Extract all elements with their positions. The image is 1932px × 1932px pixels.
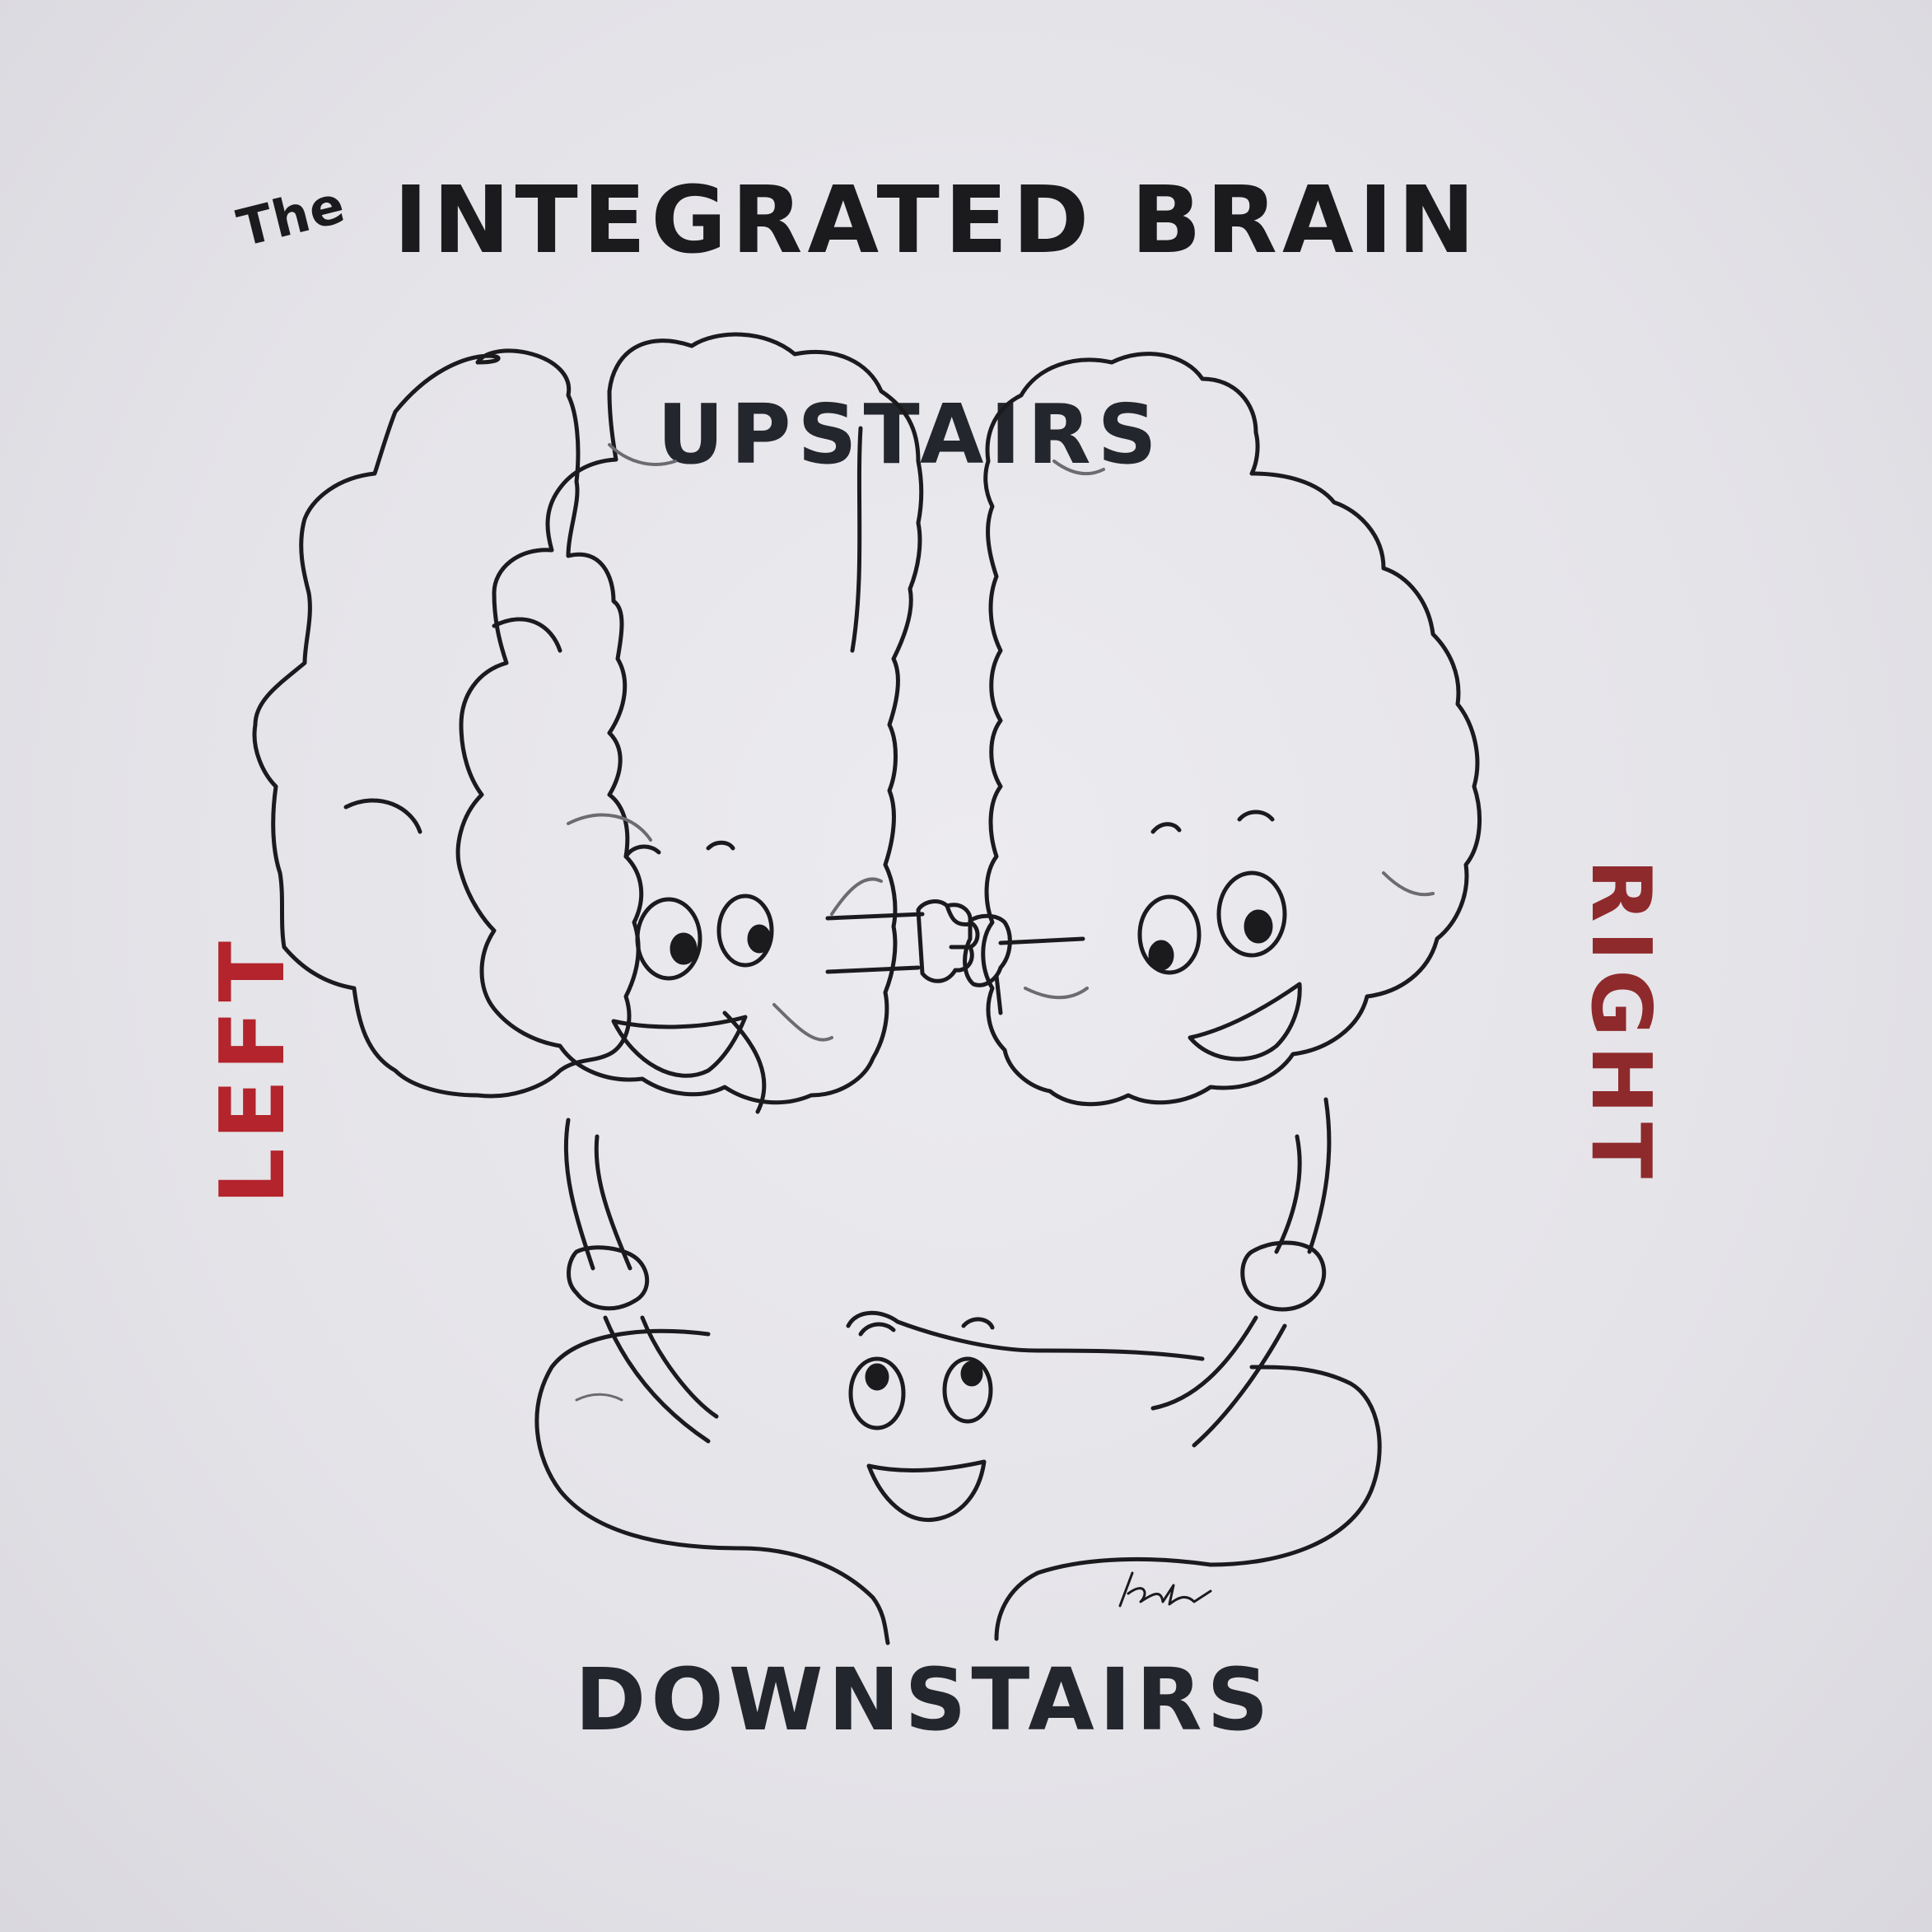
right-pupil bbox=[1244, 909, 1273, 944]
left-hemisphere-outline bbox=[252, 348, 644, 1099]
left-eye bbox=[716, 894, 774, 968]
right-brain-face bbox=[1137, 810, 1302, 1062]
upstairs-label: UPSTAIRS bbox=[657, 386, 1164, 483]
fist-bump bbox=[825, 899, 1085, 1015]
left-fist bbox=[916, 899, 980, 983]
page-title: INTEGRATED BRAIN bbox=[394, 167, 1481, 274]
left-eye bbox=[635, 897, 702, 981]
left-lower-arm bbox=[563, 1118, 719, 1444]
right-mouth bbox=[1188, 982, 1302, 1062]
brainstem-outline bbox=[534, 1310, 1382, 1645]
right-hemisphere-lobe bbox=[981, 352, 1482, 1107]
right-brow bbox=[1237, 810, 1275, 822]
left-pupil bbox=[747, 924, 772, 954]
downstairs-label: DOWNSTAIRS bbox=[575, 1650, 1274, 1750]
left-brow bbox=[623, 844, 661, 859]
right-lower-arm-line bbox=[1274, 1134, 1302, 1254]
left-lobe-sulcus bbox=[772, 1003, 833, 1042]
artist-signature bbox=[1118, 1571, 1212, 1608]
brainstem bbox=[534, 1310, 1382, 1645]
left-lobe-outline bbox=[455, 332, 924, 1105]
left-hemisphere-inner-edge bbox=[850, 426, 863, 653]
left-lower-arm-line bbox=[563, 1118, 595, 1271]
left-lobe-sulcus bbox=[830, 877, 883, 916]
right-lower-arm-line bbox=[1192, 1323, 1287, 1448]
right-lower-arm bbox=[1150, 1097, 1332, 1448]
right-lobe-outline bbox=[981, 352, 1482, 1107]
right-lobe-sulcus bbox=[1052, 460, 1105, 476]
left-pupil bbox=[670, 932, 698, 965]
left-brow bbox=[706, 840, 735, 851]
left-hand bbox=[567, 1245, 650, 1311]
right-lobe-sulcus bbox=[1024, 987, 1089, 1000]
right-brow bbox=[1150, 822, 1182, 834]
right-eye bbox=[1137, 894, 1202, 975]
left-mouth bbox=[611, 1015, 748, 1078]
left-brain-face bbox=[611, 840, 774, 1078]
brainstem-fold bbox=[575, 1393, 623, 1402]
left-arm bbox=[825, 912, 925, 921]
right-lobe-sulcus bbox=[1382, 871, 1435, 897]
left-hemisphere-fold bbox=[492, 617, 562, 653]
right-lower-arm-line bbox=[1307, 1097, 1332, 1254]
right-fist bbox=[963, 913, 1012, 987]
downstairs-mouth bbox=[866, 1459, 987, 1523]
left-fist-knuckle bbox=[945, 903, 973, 927]
right-pupil bbox=[1148, 940, 1174, 971]
left-arm bbox=[825, 965, 921, 974]
downstairs-brow bbox=[961, 1317, 995, 1330]
left-hemisphere-fold bbox=[343, 798, 422, 834]
right-hand bbox=[1240, 1240, 1327, 1312]
downstairs-brow bbox=[858, 1322, 896, 1337]
right-eye bbox=[1216, 870, 1287, 958]
right-arm bbox=[998, 936, 1085, 945]
right-lower-arm-line bbox=[1150, 1315, 1258, 1411]
left-lobe-sulcus bbox=[567, 813, 652, 842]
downstairs-pupil bbox=[865, 1363, 889, 1391]
signature-stroke bbox=[1118, 1571, 1212, 1608]
left-hemisphere bbox=[252, 348, 863, 1114]
downstairs-pupil bbox=[960, 1360, 983, 1387]
right-arm bbox=[994, 973, 1003, 1015]
downstairs-eye bbox=[848, 1356, 906, 1430]
left-hemisphere-lobe bbox=[455, 332, 924, 1105]
downstairs-eye bbox=[942, 1356, 993, 1424]
left-lobe-sulcus bbox=[608, 443, 677, 466]
